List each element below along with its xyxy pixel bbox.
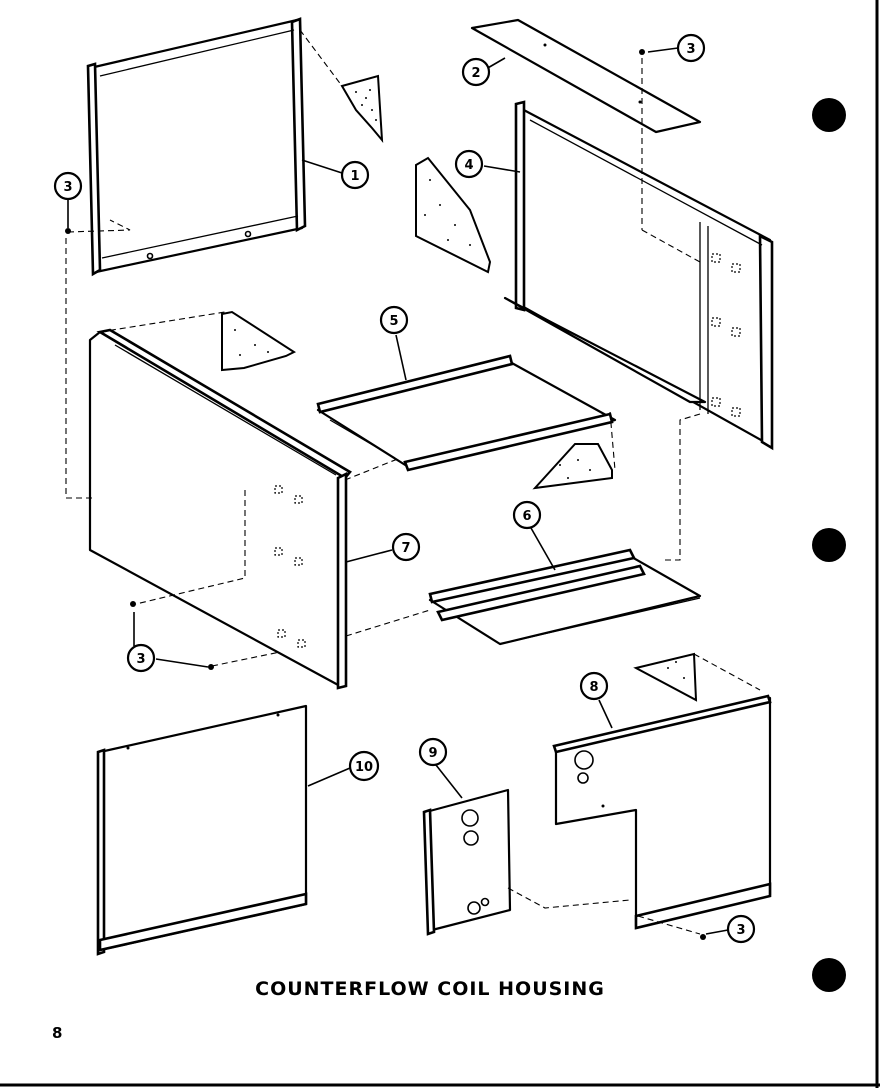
page-number: 8 bbox=[52, 1024, 63, 1042]
gusset-rear-left bbox=[415, 156, 492, 274]
leader-line bbox=[155, 658, 209, 668]
guide-line bbox=[211, 651, 281, 667]
guide-line bbox=[135, 490, 246, 605]
callout-1: 1 bbox=[340, 160, 370, 190]
callout-10: 10 bbox=[348, 750, 380, 782]
svg-text:3: 3 bbox=[686, 42, 695, 57]
callout-3: 3 bbox=[676, 33, 706, 63]
guide-line bbox=[345, 609, 431, 637]
gusset-cabinet-top bbox=[221, 310, 297, 372]
svg-text:7: 7 bbox=[401, 541, 410, 556]
callout-3: 3 bbox=[726, 914, 756, 944]
callout-2: 2 bbox=[461, 57, 491, 87]
callout-9: 9 bbox=[418, 737, 448, 767]
guide-line bbox=[641, 229, 701, 263]
gusset-shelf bbox=[532, 443, 613, 490]
callout-3: 3 bbox=[126, 643, 156, 673]
guide-line bbox=[99, 311, 293, 353]
screw-icon bbox=[130, 601, 136, 607]
svg-text:8: 8 bbox=[589, 680, 598, 695]
leader-line bbox=[345, 549, 393, 563]
svg-text:9: 9 bbox=[428, 746, 437, 761]
leader-line bbox=[483, 165, 521, 173]
guide-line bbox=[299, 29, 343, 87]
svg-text:10: 10 bbox=[355, 760, 373, 775]
leader-line bbox=[395, 334, 407, 381]
svg-text:3: 3 bbox=[136, 652, 145, 667]
leader-line bbox=[647, 47, 679, 53]
screw-icon bbox=[65, 228, 71, 234]
part-8-l-panel bbox=[552, 694, 772, 930]
gusset-top-left bbox=[340, 74, 384, 143]
guide-line bbox=[637, 915, 701, 935]
callout-5: 5 bbox=[379, 305, 409, 335]
leader-line bbox=[307, 767, 351, 787]
binder-hole-top bbox=[812, 98, 846, 132]
leader-line bbox=[435, 764, 463, 799]
binder-hole-middle bbox=[812, 528, 846, 562]
guide-line bbox=[67, 219, 131, 233]
callout-8: 8 bbox=[579, 671, 609, 701]
callout-3: 3 bbox=[53, 171, 83, 201]
leader-line bbox=[301, 159, 343, 174]
svg-text:4: 4 bbox=[464, 158, 473, 173]
callout-4: 4 bbox=[454, 149, 484, 179]
callout-6: 6 bbox=[512, 500, 542, 530]
part-2-top-cover bbox=[470, 18, 702, 134]
svg-text:3: 3 bbox=[736, 923, 745, 938]
svg-text:6: 6 bbox=[522, 509, 531, 524]
leader-line bbox=[598, 699, 613, 729]
callout-7: 7 bbox=[391, 532, 421, 562]
binder-hole-bottom bbox=[812, 958, 846, 992]
gusset-right-panel bbox=[633, 652, 698, 702]
leader-line bbox=[705, 929, 729, 935]
svg-text:3: 3 bbox=[63, 180, 72, 195]
guide-line bbox=[665, 413, 701, 561]
screw-icon bbox=[700, 934, 706, 940]
part-6-lower-shelf bbox=[428, 548, 702, 646]
svg-text:5: 5 bbox=[389, 314, 398, 329]
part-7-cabinet-side bbox=[88, 328, 352, 690]
part-4-rear-frame bbox=[503, 100, 774, 451]
guide-line bbox=[693, 653, 761, 691]
svg-text:1: 1 bbox=[350, 169, 359, 184]
screw-icon bbox=[639, 49, 645, 55]
diagram-caption: COUNTERFLOW COIL HOUSING bbox=[255, 978, 605, 1000]
leader-line bbox=[530, 527, 556, 571]
screw-icon bbox=[208, 664, 214, 670]
part-1-side-panel bbox=[86, 17, 307, 277]
guide-line bbox=[65, 238, 95, 499]
part-5-upper-shelf bbox=[316, 354, 617, 472]
guide-line bbox=[507, 887, 631, 909]
part-9-access-panel bbox=[422, 788, 512, 936]
guide-line bbox=[344, 457, 401, 481]
part-10-front-panel bbox=[96, 704, 308, 956]
svg-text:2: 2 bbox=[471, 66, 480, 81]
